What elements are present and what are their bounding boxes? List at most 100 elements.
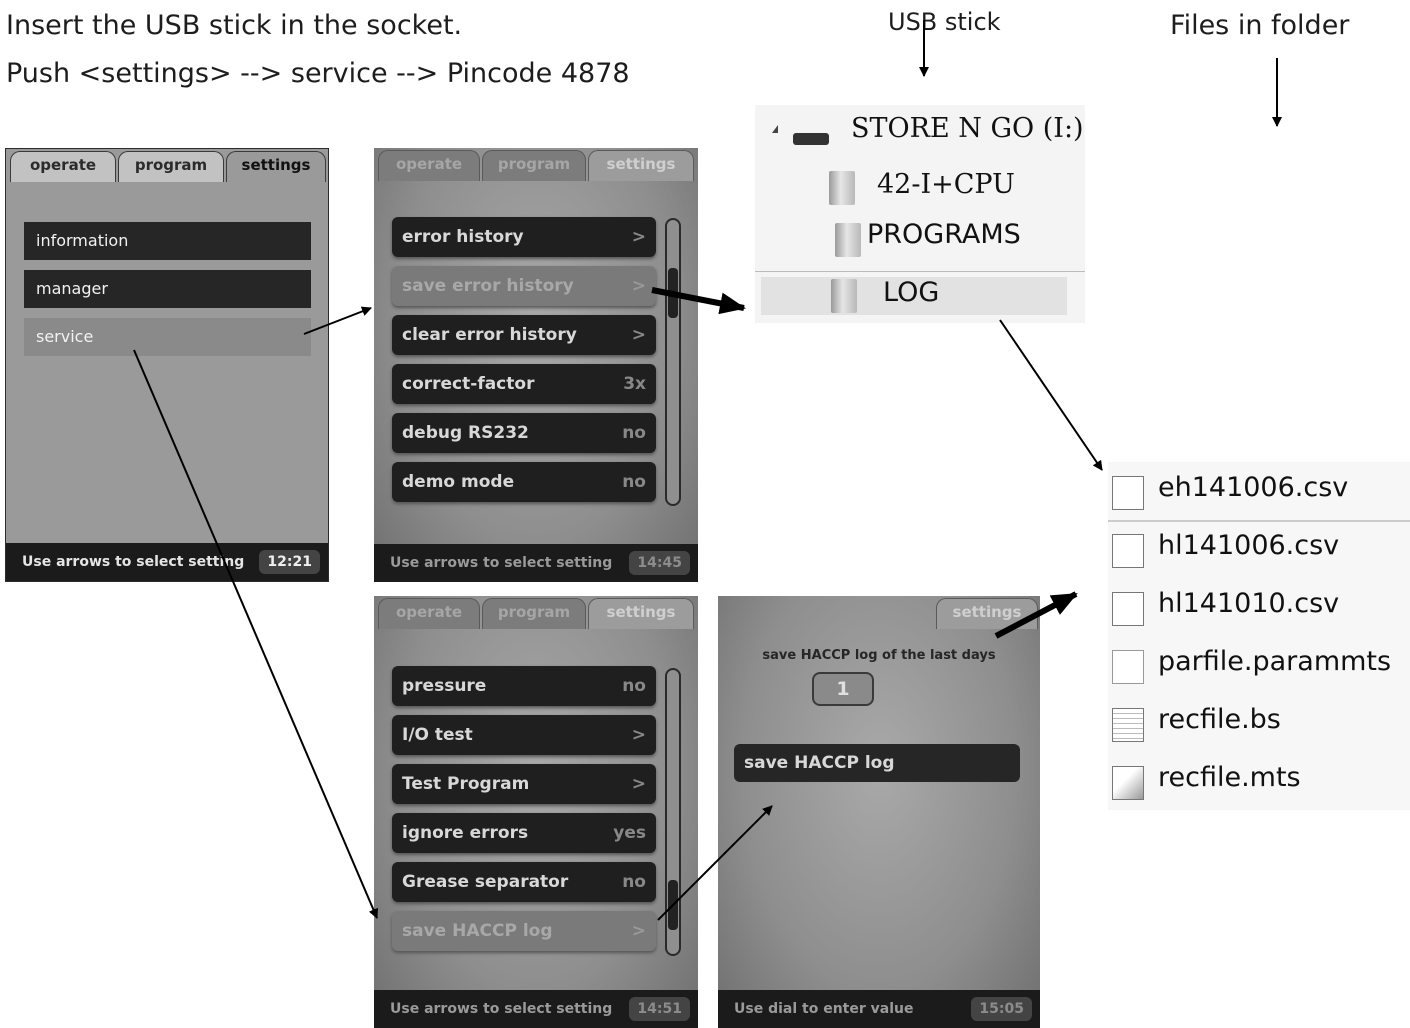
item-label: demo mode [402,472,515,492]
screen-save-haccp-log: settings save HACCP log of the last days… [718,596,1040,1028]
clock: 14:45 [629,551,690,575]
item-value: > [631,774,646,794]
tab-program[interactable]: program [482,150,586,181]
folder-icon [829,171,855,205]
tab-settings[interactable]: settings [588,150,694,181]
scrollbar-thumb[interactable] [668,268,678,318]
menu-item-save-haccp-log[interactable]: save HACCP log> [392,911,656,951]
blank-file-icon [1112,650,1144,684]
item-value: > [631,227,646,247]
tab-bar: operate program settings [6,149,328,183]
tab-program[interactable]: program [482,598,586,629]
item-label: Test Program [402,774,530,794]
item-value: no [622,872,646,892]
scrollbar[interactable] [665,218,681,506]
arrow-log-to-files [999,319,1103,471]
item-label: I/O test [402,725,473,745]
status-bar: Use arrows to select setting 14:51 [374,990,698,1028]
csv-file-icon [1112,476,1144,510]
media-file-icon [1112,766,1144,800]
clock: 15:05 [971,997,1032,1021]
item-label: pressure [402,676,487,696]
menu-item-debug-rs232[interactable]: debug RS232 no [392,413,656,453]
file-item-4[interactable]: parfile.parammts [1108,642,1410,690]
haccp-prompt: save HACCP log of the last days [762,648,996,663]
screen-service-menu-1: operate program settings error history> … [374,148,698,582]
item-label: clear error history [402,325,577,345]
tree-folder-programs[interactable]: PROGRAMS [867,219,1021,250]
menu-item-manager[interactable]: manager [24,270,311,308]
divider [1108,520,1410,522]
file-item-1[interactable]: eh141006.csv [1108,468,1410,516]
save-haccp-log-button[interactable]: save HACCP log [734,744,1020,782]
instruction-line-1: Insert the USB stick in the socket. [6,10,463,41]
file-list: eh141006.csv hl141006.csv hl141010.csv p… [1108,462,1410,810]
tab-program[interactable]: program [118,151,224,182]
instruction-line-2: Push <settings> --> service --> Pincode … [6,58,630,89]
item-label: ignore errors [402,823,529,843]
tab-bar: operate program settings [374,148,698,182]
file-item-2[interactable]: hl141006.csv [1108,526,1410,574]
csv-file-icon [1112,592,1144,626]
clock: 14:51 [629,997,690,1021]
menu-item-service[interactable]: service [24,318,311,356]
item-value: > [631,276,646,296]
folder-icon [835,223,861,257]
status-bar: Use arrows to select setting 12:21 [6,543,328,581]
file-name: parfile.parammts [1158,646,1392,677]
menu-item-io-test[interactable]: I/O test > [392,715,656,755]
item-value: > [631,725,646,745]
item-label: debug RS232 [402,423,529,443]
item-value: no [622,423,646,443]
status-text: Use arrows to select setting [390,555,613,571]
usb-drive-icon [793,133,829,145]
file-item-5[interactable]: recfile.bs [1108,700,1410,748]
menu-item-test-program[interactable]: Test Program > [392,764,656,804]
item-value: 3x [623,374,646,394]
item-value: > [631,325,646,345]
status-text: Use arrows to select setting [22,554,245,570]
menu-item-save-error-history[interactable]: save error history> [392,266,656,306]
item-label: error history [402,227,524,247]
expand-triangle-icon[interactable] [772,125,778,133]
scrollbar[interactable] [665,668,681,956]
menu-item-clear-error-history[interactable]: clear error history > [392,315,656,355]
tab-settings[interactable]: settings [226,151,326,182]
tab-operate[interactable]: operate [378,598,480,629]
menu-item-information[interactable]: information [24,222,311,260]
status-bar: Use dial to enter value 15:05 [718,990,1040,1028]
screen-service-menu-2: operate program settings pressure no I/O … [374,596,698,1028]
folder-icon [831,279,857,313]
tab-settings[interactable]: settings [588,598,694,629]
file-item-3[interactable]: hl141010.csv [1108,584,1410,632]
menu-item-error-history[interactable]: error history > [392,217,656,257]
tab-operate[interactable]: operate [10,151,116,182]
status-text: Use arrows to select setting [390,1001,613,1017]
tree-folder-cpu[interactable]: 42-I+CPU [877,169,1015,200]
scrollbar-thumb[interactable] [668,880,678,930]
file-name: hl141006.csv [1158,530,1340,561]
file-name: recfile.mts [1158,762,1301,793]
menu-item-pressure[interactable]: pressure no [392,666,656,706]
usb-explorer-tree: STORE N GO (I:) 42-I+CPU PROGRAMS LOG [755,105,1085,323]
tree-folder-log[interactable]: LOG [883,277,940,308]
file-name: recfile.bs [1158,704,1281,735]
menu-item-ignore-errors[interactable]: ignore errors yes [392,813,656,853]
item-value: yes [613,823,646,843]
screen-settings-menu: operate program settings information man… [5,148,329,582]
status-text: Use dial to enter value [734,1001,914,1017]
file-name: hl141010.csv [1158,588,1340,619]
file-name: eh141006.csv [1158,472,1349,503]
item-label: save HACCP log [402,921,553,941]
tree-selection-highlight [761,277,1067,315]
tab-operate[interactable]: operate [378,150,480,181]
tree-drive-label[interactable]: STORE N GO (I:) [851,113,1084,144]
divider [755,271,1085,272]
item-value: no [622,676,646,696]
file-item-6[interactable]: recfile.mts [1108,758,1410,806]
tab-settings[interactable]: settings [936,598,1038,629]
days-value-field[interactable]: 1 [812,672,874,706]
